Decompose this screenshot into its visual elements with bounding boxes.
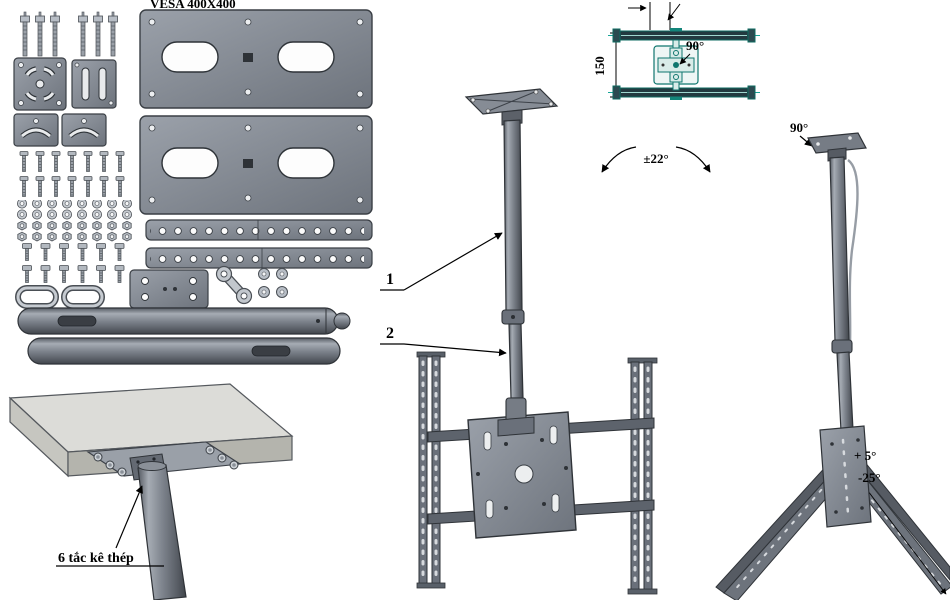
dim-150-label: 150 bbox=[592, 56, 607, 76]
hanging-pole bbox=[137, 461, 187, 600]
tilt-up-label: + 5° bbox=[854, 448, 876, 463]
pole-head-bracket bbox=[497, 397, 535, 437]
callout-2: 2 bbox=[380, 325, 507, 357]
top-angle-arrow bbox=[679, 53, 691, 65]
callout-1: 1 bbox=[380, 232, 503, 291]
connector-plate bbox=[129, 269, 209, 309]
main-assembly-view: 1 2 bbox=[380, 88, 658, 595]
side-angle-arrow bbox=[799, 135, 813, 147]
ceiling-anchor-bolts bbox=[93, 445, 239, 477]
curved-slot-bracket-2 bbox=[61, 113, 107, 147]
hardware-parts-panel: VESA 400X400 bbox=[13, 0, 373, 365]
tv-screen-top-edge bbox=[608, 28, 760, 43]
anchor-leader-line bbox=[115, 485, 143, 549]
wrench bbox=[215, 265, 253, 305]
cable bbox=[847, 159, 859, 346]
perforated-rail-1 bbox=[145, 219, 373, 241]
side-pole-joint bbox=[831, 339, 853, 354]
tv-mount-plate-2 bbox=[139, 115, 373, 215]
right-tv-rail bbox=[627, 357, 658, 595]
top-swivel-view: 150 bbox=[592, 2, 760, 173]
anchor-bolts-set-2 bbox=[78, 11, 118, 57]
pole-joint-collar bbox=[501, 309, 525, 325]
callout-1-label: 1 bbox=[386, 271, 394, 288]
oval-ring-1 bbox=[15, 285, 59, 309]
slotted-plate bbox=[71, 59, 117, 109]
tilt-down-label: -25° bbox=[858, 470, 881, 485]
curved-slot-bracket-1 bbox=[13, 113, 59, 147]
upper-pole bbox=[503, 119, 523, 312]
lower-pole bbox=[508, 323, 524, 399]
callout-2-label: 2 bbox=[386, 325, 394, 342]
perforated-rail-2 bbox=[145, 247, 373, 269]
swivel-range-label: ±22° bbox=[643, 151, 668, 166]
side-tilt-view: 90° bbox=[715, 120, 950, 600]
angle-pointer-top bbox=[667, 3, 681, 21]
vesa-label: VESA 400X400 bbox=[150, 0, 236, 11]
ceiling-plate bbox=[464, 88, 559, 126]
screws-rows bbox=[14, 150, 128, 200]
center-mount-plate bbox=[467, 411, 577, 539]
side-ceiling-plate bbox=[807, 132, 867, 162]
tv-mount-plate-1 bbox=[139, 9, 373, 109]
anchor-label: 6 tắc kê thép bbox=[58, 551, 134, 566]
spare-nuts bbox=[258, 268, 288, 298]
tv-screen-bottom-edge bbox=[608, 85, 760, 100]
side-angle-90-label: 90° bbox=[790, 120, 808, 135]
washers-rows bbox=[14, 200, 136, 220]
side-lower-pole bbox=[836, 351, 854, 432]
vesa-adapter-plate bbox=[13, 57, 67, 111]
bolts-rows bbox=[14, 243, 126, 284]
extension-pole-upper bbox=[17, 307, 351, 335]
ceiling-anchor-detail: 6 tắc kê thép bbox=[8, 383, 294, 600]
nuts-rows bbox=[14, 221, 136, 243]
extension-pole-lower bbox=[27, 337, 341, 365]
side-mount-plate bbox=[819, 425, 872, 528]
anchor-bolts-set-1 bbox=[20, 11, 60, 57]
left-tv-rail bbox=[416, 351, 446, 589]
swivel-range-annotation: ±22° bbox=[601, 146, 711, 173]
side-upper-pole bbox=[829, 156, 850, 342]
top-angle-90-label: 90° bbox=[686, 38, 704, 53]
oval-ring-2 bbox=[61, 285, 105, 309]
